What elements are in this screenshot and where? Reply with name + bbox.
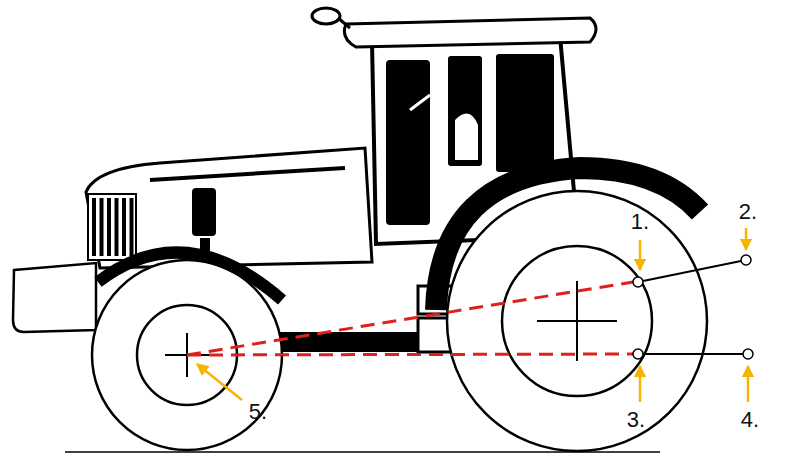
point-marker [743, 349, 753, 359]
hood [86, 148, 372, 268]
cab-window [448, 56, 482, 166]
rear-rim [502, 246, 652, 396]
grille-bar [107, 198, 111, 256]
callout-arrow [197, 364, 242, 400]
callout-number: 4. [741, 409, 759, 431]
point-marker [633, 277, 643, 287]
callout-number: 2. [739, 201, 757, 223]
grille-bar [130, 198, 134, 256]
hood-line [150, 168, 345, 180]
callout-arrow [639, 240, 642, 270]
rear-fender [436, 168, 700, 310]
grille-bar [122, 198, 126, 256]
front-weight [13, 263, 96, 332]
cab-rear-window [496, 54, 554, 172]
rear-wheel [447, 191, 707, 451]
callout-arrow [639, 366, 642, 402]
point-marker [741, 255, 751, 265]
callout-arrow [747, 366, 750, 402]
grille-bar [100, 198, 104, 256]
cab-roof [344, 18, 596, 47]
leader-line [643, 353, 743, 355]
grille [88, 194, 136, 260]
callout-number: 5. [249, 401, 267, 423]
leader-line [643, 261, 741, 281]
callout-arrow [745, 228, 748, 250]
point-marker [633, 349, 643, 359]
mirror [312, 8, 340, 24]
callout-number: 1. [631, 211, 649, 233]
reference-line [187, 354, 633, 355]
grille-bar [92, 198, 96, 256]
grille-bar [115, 198, 119, 256]
reference-line [187, 282, 633, 355]
steering [410, 95, 430, 110]
grille-bars [92, 198, 134, 256]
callout-number: 3. [627, 409, 645, 431]
cab-door-window [386, 60, 430, 225]
seat [455, 114, 478, 160]
headlight [192, 188, 216, 236]
front-fender [98, 252, 282, 300]
